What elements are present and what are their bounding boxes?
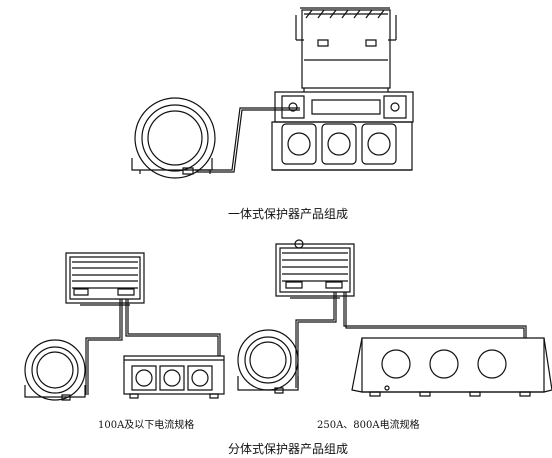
caption-large-spec: 250A、800A电流规格 bbox=[317, 420, 420, 431]
cable-left-1 bbox=[86, 299, 122, 395]
cable-left-2 bbox=[126, 299, 220, 356]
caption-split: 分体式保护器产品组成 bbox=[228, 442, 349, 456]
three-hole-transformer-large bbox=[352, 338, 552, 396]
ring-transformer-top bbox=[132, 98, 215, 178]
integrated-assembly bbox=[132, 8, 413, 178]
cable-right-2 bbox=[344, 292, 526, 338]
base-three-hole-top bbox=[272, 92, 413, 170]
display-module-top bbox=[296, 8, 396, 92]
monitor-unit-right bbox=[276, 240, 354, 298]
split-small-assembly bbox=[25, 253, 224, 400]
cable-top bbox=[195, 108, 300, 172]
ring-transformer-right bbox=[238, 330, 298, 393]
split-large-assembly bbox=[238, 240, 552, 396]
monitor-unit-left bbox=[66, 253, 144, 305]
caption-integrated: 一体式保护器产品组成 bbox=[228, 207, 349, 221]
cable-right-1 bbox=[296, 292, 336, 388]
caption-small-spec: 100A及以下电流规格 bbox=[98, 420, 195, 431]
ring-transformer-left bbox=[25, 340, 85, 400]
three-hole-transformer-small bbox=[124, 356, 224, 398]
